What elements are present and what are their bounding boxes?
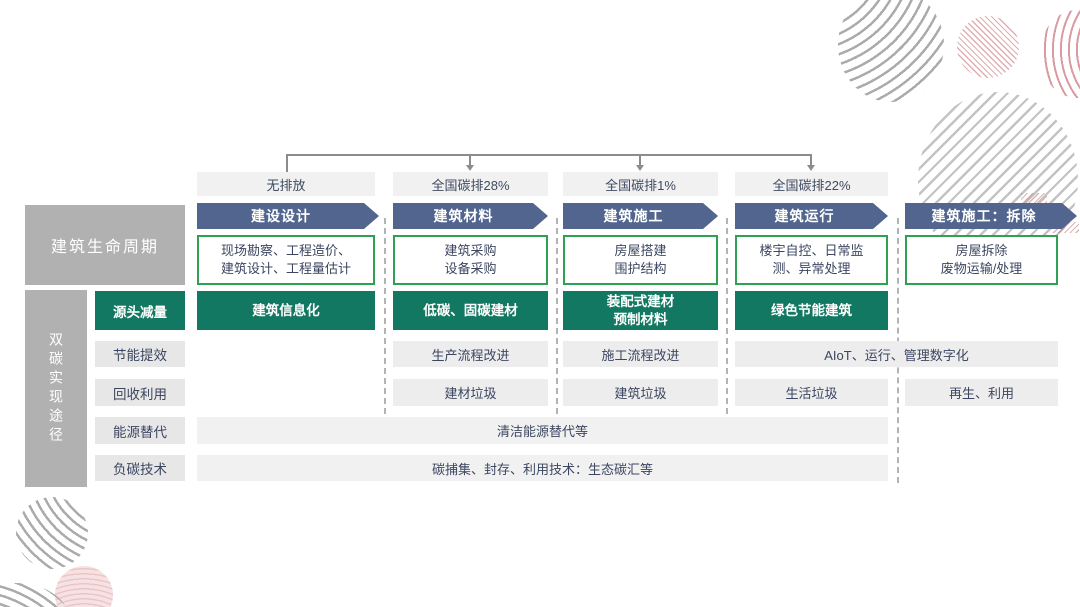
- column-divider: [556, 218, 558, 414]
- phase-detail-design: 现场勘察、工程造价、 建筑设计、工程量估计: [197, 235, 375, 285]
- cell-source-construction: 装配式建材 预制材料: [563, 291, 718, 330]
- row-label-efficiency: 节能提效: [95, 341, 185, 367]
- red-hatch-fragment-icon: [1021, 193, 1047, 204]
- fingerprint-circle-pink-top-right-icon: [1040, 10, 1080, 98]
- cell-recycle-construction: 建筑垃圾: [563, 379, 718, 406]
- bracket-horizontal-line: [286, 154, 812, 156]
- phase-arrow-demolition: 建筑施工：拆除: [905, 203, 1077, 229]
- phase-arrow-materials: 建筑材料: [393, 203, 548, 229]
- emission-label-construction: 全国碳排1%: [563, 172, 718, 196]
- arrow-down-icon: [636, 165, 644, 171]
- phase-arrow-construction: 建筑施工: [563, 203, 718, 229]
- row-label-negative-carbon: 负碳技术: [95, 455, 185, 481]
- cell-efficiency-materials: 生产流程改进: [393, 341, 548, 367]
- lifecycle-panel-title: 建筑生命周期: [25, 205, 185, 285]
- phase-detail-demolition: 房屋拆除 废物运输/处理: [905, 235, 1058, 285]
- dual-carbon-panel-title: 双碳实现途径: [25, 290, 87, 487]
- row-label-recycling: 回收利用: [95, 379, 185, 406]
- bracket-drop-design: [286, 154, 288, 172]
- phase-detail-operation: 楼宇自控、日常监 测、异常处理: [735, 235, 888, 285]
- row-label-energy-substitution: 能源替代: [95, 417, 185, 444]
- cell-efficiency-construction: 施工流程改进: [563, 341, 718, 367]
- column-divider: [726, 218, 728, 414]
- cell-efficiency-operation-demolition: AIoT、运行、管理数字化: [735, 341, 1058, 367]
- cell-energy-substitution-span: 清洁能源替代等: [197, 417, 888, 444]
- bracket-drop-construction: [639, 154, 641, 166]
- fingerprint-circle-gray-bottom-left-icon: [16, 497, 88, 569]
- emission-label-materials: 全国碳排28%: [393, 172, 548, 196]
- cell-source-design: 建筑信息化: [197, 291, 375, 330]
- cell-source-operation: 绿色节能建筑: [735, 291, 888, 330]
- fingerprint-circle-gray-top-right-icon: [838, 0, 944, 102]
- cell-recycle-materials: 建材垃圾: [393, 379, 548, 406]
- red-hatch-fragment-icon: [1052, 222, 1079, 233]
- emission-label-operation: 全国碳排22%: [735, 172, 888, 196]
- cell-source-materials: 低碳、固碳建材: [393, 291, 548, 330]
- cell-recycle-operation: 生活垃圾: [735, 379, 888, 406]
- phase-arrow-operation: 建筑运行: [735, 203, 888, 229]
- emission-label-design: 无排放: [197, 172, 375, 196]
- cell-negative-carbon-span: 碳捕集、封存、利用技术：生态碳汇等: [197, 455, 888, 481]
- cell-recycle-demolition: 再生、利用: [905, 379, 1058, 406]
- phase-detail-construction: 房屋搭建 围护结构: [563, 235, 718, 285]
- hatched-circle-pink-top-right-icon: [957, 16, 1019, 78]
- arrow-down-icon: [807, 165, 815, 171]
- row-label-source-reduction: 源头减量: [95, 291, 185, 330]
- bracket-drop-materials: [469, 154, 471, 166]
- pink-circle-bottom-left-icon: [55, 566, 113, 607]
- column-divider: [384, 218, 386, 414]
- arrow-down-icon: [466, 165, 474, 171]
- phase-arrow-design: 建设设计: [197, 203, 379, 229]
- bracket-drop-operation: [810, 154, 812, 166]
- phase-detail-materials: 建筑采购 设备采购: [393, 235, 548, 285]
